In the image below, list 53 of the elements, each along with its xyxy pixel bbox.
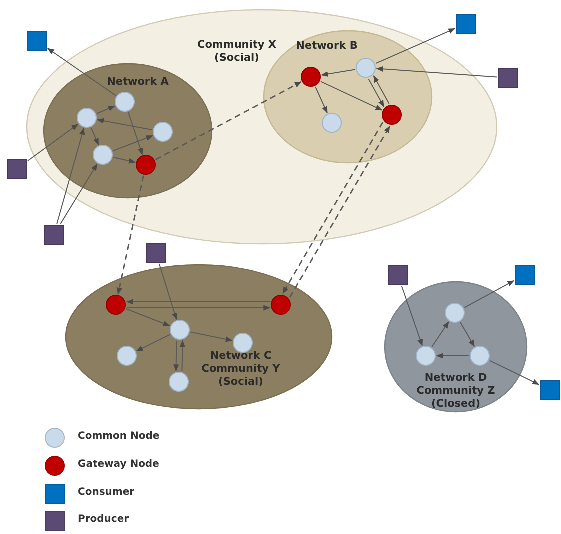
- arrow: [174, 340, 180, 372]
- arrow: [126, 305, 271, 311]
- consumer-square: [515, 265, 535, 285]
- arrow: [464, 280, 515, 308]
- producer-square: [498, 68, 518, 88]
- arrow: [321, 69, 356, 77]
- legend-label: Common Node: [78, 431, 160, 442]
- arrow: [60, 164, 98, 224]
- arrow: [136, 334, 171, 352]
- dashed-arrow: [282, 122, 384, 294]
- network-label: Network B: [295, 40, 359, 53]
- arrow: [368, 78, 385, 108]
- arrow: [96, 106, 116, 114]
- arrow: [376, 66, 498, 78]
- arrow: [113, 157, 136, 164]
- arrow: [315, 86, 328, 114]
- arrow: [97, 118, 153, 130]
- arrow: [373, 76, 390, 104]
- arrow: [158, 264, 178, 320]
- network-label: Network C Community Y (Social): [200, 350, 282, 389]
- arrow: [28, 124, 79, 162]
- arrow: [460, 322, 475, 348]
- arrow: [432, 322, 450, 348]
- network-label: Network A: [106, 76, 170, 89]
- arrow: [401, 286, 423, 346]
- producer-square: [146, 243, 166, 263]
- producer-square: [44, 225, 64, 245]
- arrow: [90, 128, 100, 146]
- dashed-arrow: [155, 82, 302, 160]
- legend-label: Consumer: [78, 487, 135, 498]
- legend-label: Producer: [78, 514, 130, 525]
- legend-label: Gateway Node: [78, 459, 160, 470]
- producer-square: [7, 159, 27, 179]
- consumer-square: [540, 380, 560, 400]
- dashed-arrow: [116, 176, 144, 295]
- arrow: [436, 353, 470, 359]
- arrow: [47, 48, 116, 96]
- dashed-arrow: [289, 126, 390, 298]
- consumer-square: [27, 31, 47, 51]
- network-label: Community X (Social): [196, 39, 278, 65]
- arrow: [126, 308, 170, 326]
- arrow: [128, 112, 144, 156]
- producer-square: [388, 265, 408, 285]
- arrow: [126, 299, 270, 305]
- arrow: [180, 340, 186, 372]
- network-label: Network D Community Z (Closed): [416, 372, 496, 411]
- arrow: [489, 360, 540, 386]
- arrow: [320, 81, 383, 111]
- arrow: [190, 332, 233, 342]
- arrow: [56, 128, 85, 224]
- arrow: [376, 28, 456, 64]
- arrow: [112, 135, 154, 152]
- consumer-square: [456, 14, 476, 34]
